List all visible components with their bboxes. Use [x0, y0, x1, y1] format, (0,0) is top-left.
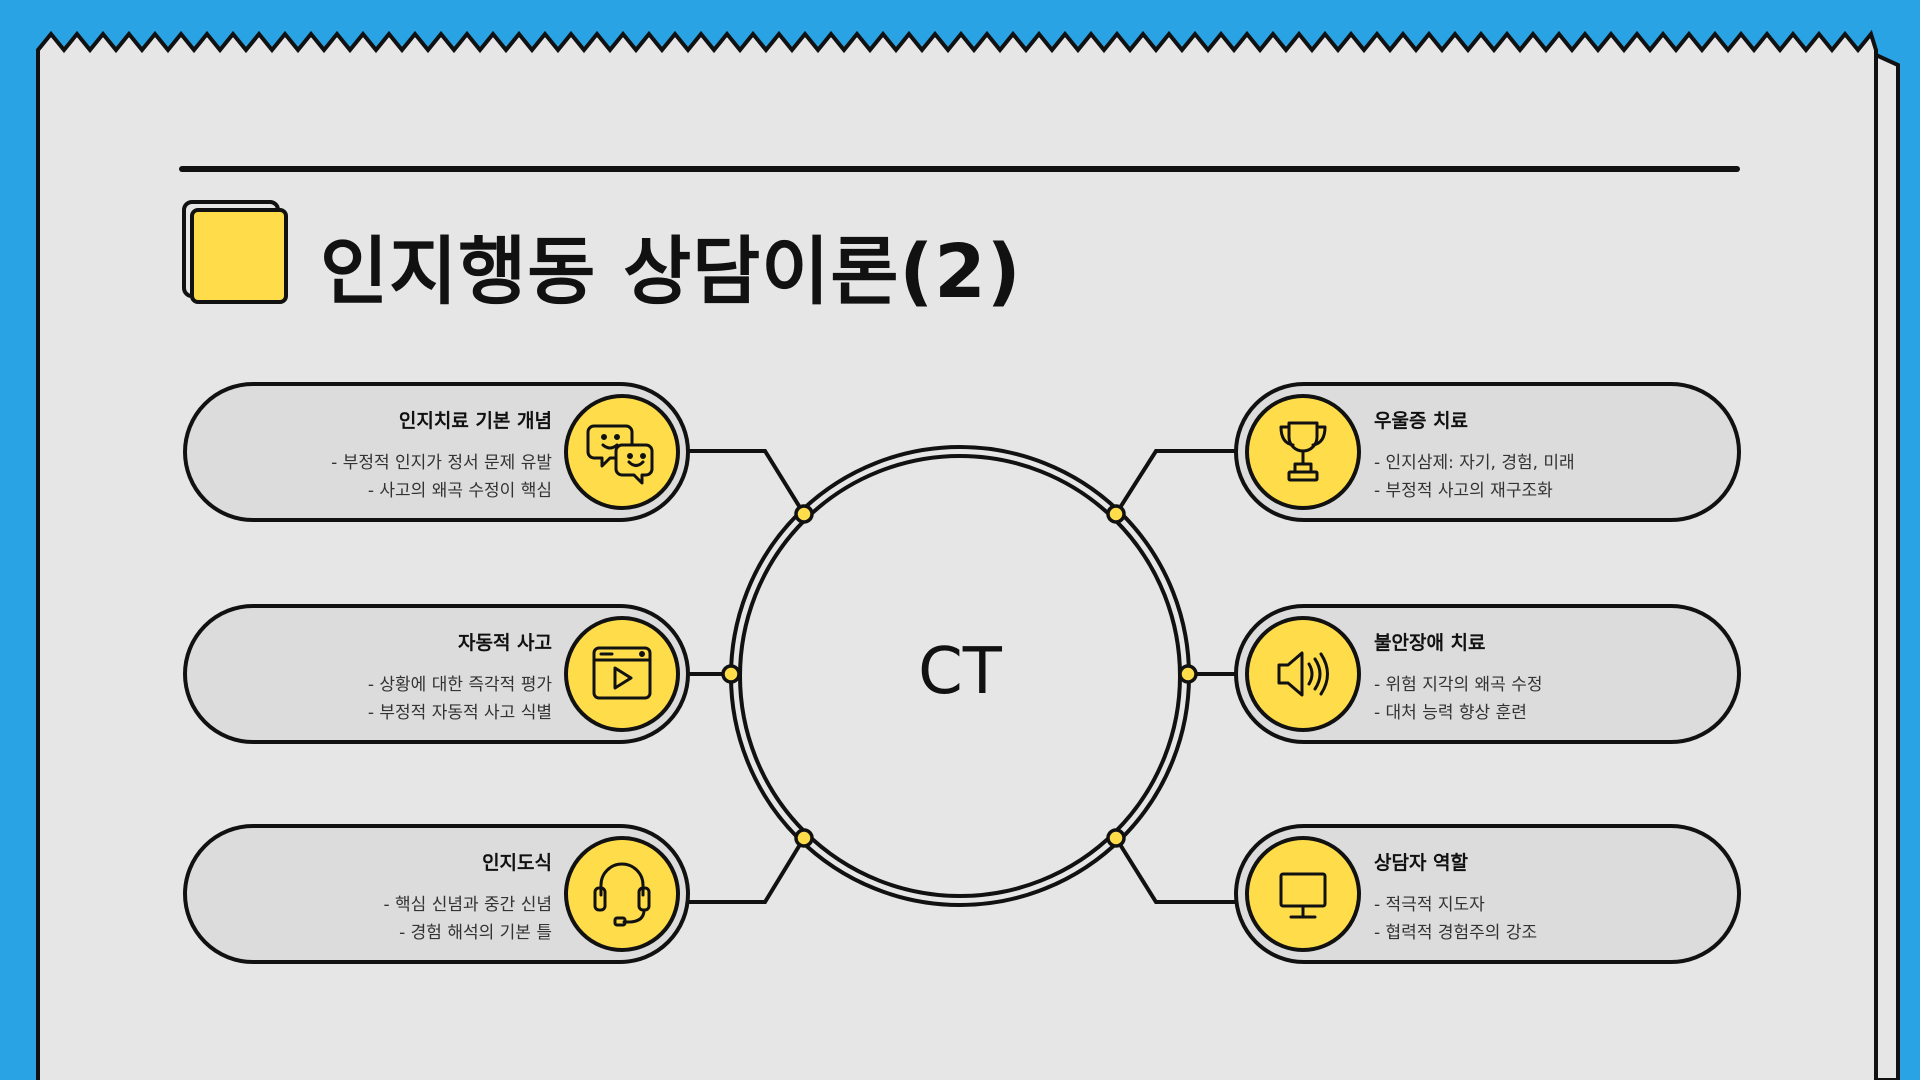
pill-left-1	[183, 382, 690, 522]
video-play-icon	[592, 646, 652, 700]
card-line: - 부정적 사고의 재구조화	[1374, 481, 1553, 501]
card-line: - 부정적 인지가 정서 문제 유발	[331, 453, 552, 473]
page-title: 인지행동 상담이론(2)	[320, 229, 1022, 315]
card-left-3: 인지도식 - 핵심 신념과 중간 신념 - 경험 해석의 기본 틀	[222, 848, 552, 947]
card-line: - 경험 해석의 기본 틀	[399, 923, 552, 943]
title-badge-icon	[182, 200, 288, 304]
connector-right-1	[1114, 449, 1237, 516]
card-title: 우울증 치료	[1374, 410, 1469, 432]
card-left-1: 인지치료 기본 개념 - 부정적 인지가 정서 문제 유발 - 사고의 왜곡 수…	[222, 406, 552, 505]
card-line: - 인지삼제: 자기, 경험, 미래	[1374, 453, 1575, 473]
right-pills	[1234, 382, 1741, 964]
paper-back-sheet	[1874, 51, 1900, 1080]
card-line: - 핵심 신념과 중간 신념	[383, 895, 552, 915]
connector-left-1	[688, 449, 806, 516]
dot-left-3	[794, 828, 814, 848]
monitor-icon	[1279, 872, 1327, 919]
left-pills	[183, 382, 690, 964]
center-label: CT	[918, 635, 1002, 709]
speaker-icon	[1277, 651, 1329, 697]
card-line: - 부정적 자동적 사고 식별	[367, 703, 552, 723]
connector-lines	[688, 449, 1237, 904]
card-line: - 협력적 경험주의 강조	[1374, 923, 1538, 943]
card-line: - 위험 지각의 왜곡 수정	[1374, 675, 1543, 695]
card-title: 인지도식	[482, 852, 552, 874]
pill-left-2	[183, 604, 690, 744]
chat-bubbles-icon	[586, 424, 654, 485]
pill-right-1	[1234, 382, 1741, 522]
card-right-1: 우울증 치료 - 인지삼제: 자기, 경험, 미래 - 부정적 사고의 재구조화	[1374, 406, 1704, 505]
card-title: 불안장애 치료	[1374, 632, 1486, 654]
card-title: 상담자 역할	[1374, 852, 1469, 874]
card-right-2: 불안장애 치료 - 위험 지각의 왜곡 수정 - 대처 능력 향상 훈련	[1374, 628, 1704, 727]
card-left-2: 자동적 사고 - 상황에 대한 즉각적 평가 - 부정적 자동적 사고 식별	[222, 628, 552, 727]
pill-right-2	[1234, 604, 1741, 744]
card-title: 자동적 사고	[457, 632, 552, 654]
card-line: - 상황에 대한 즉각적 평가	[367, 675, 552, 695]
dot-right-3	[1106, 828, 1126, 848]
pill-left-3	[183, 824, 690, 964]
headset-icon	[593, 862, 651, 927]
dot-right-1	[1106, 504, 1126, 524]
dot-left-2	[721, 664, 741, 684]
card-right-3: 상담자 역할 - 적극적 지도자 - 협력적 경험주의 강조	[1374, 848, 1704, 947]
card-line: - 대처 능력 향상 훈련	[1374, 703, 1527, 723]
card-line: - 사고의 왜곡 수정이 핵심	[367, 481, 552, 501]
card-line: - 적극적 지도자	[1374, 895, 1485, 915]
connector-left-3	[688, 836, 806, 904]
connector-right-3	[1114, 836, 1237, 904]
dot-left-1	[794, 504, 814, 524]
connector-dots	[721, 504, 1198, 848]
card-title: 인지치료 기본 개념	[398, 410, 552, 432]
pill-right-3	[1234, 824, 1741, 964]
dot-right-2	[1178, 664, 1198, 684]
trophy-icon	[1279, 421, 1327, 482]
